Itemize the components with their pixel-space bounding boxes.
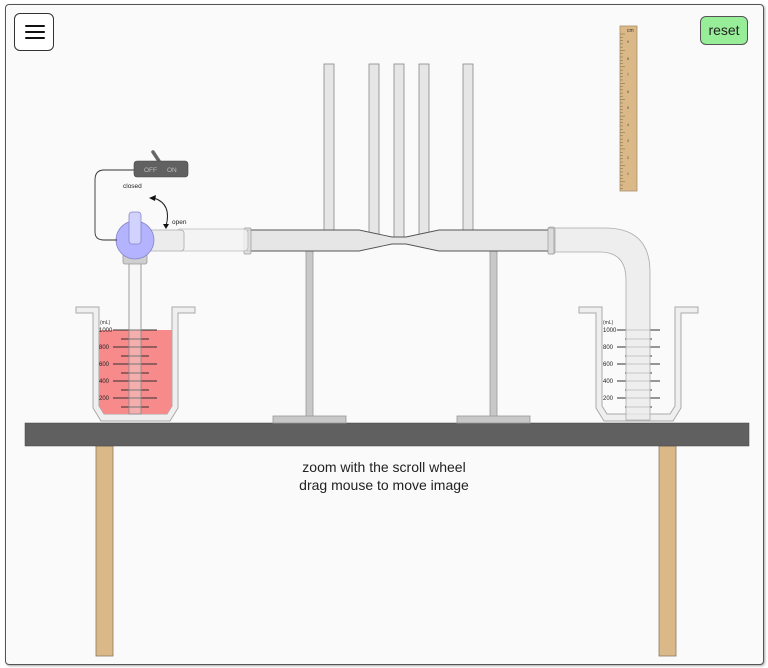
source-beaker-label-400: 400 bbox=[99, 379, 110, 385]
source-beaker-graduations bbox=[113, 329, 157, 408]
source-beaker-label-200: 200 bbox=[99, 396, 110, 402]
receiver-beaker-label-800: 800 bbox=[603, 345, 614, 351]
pump-switch[interactable]: OFF ON bbox=[133, 150, 189, 178]
source-beaker-liquid bbox=[99, 330, 172, 414]
source-beaker[interactable]: (mL) 1000 800 600 400 200 bbox=[75, 306, 196, 422]
ruler-label: 2 bbox=[627, 156, 629, 160]
table-top bbox=[24, 422, 750, 447]
valve-direction-arc bbox=[153, 197, 168, 227]
receiver-beaker-label-1000: 1000 bbox=[603, 328, 617, 334]
source-beaker-label-1000: 1000 bbox=[99, 328, 113, 334]
receiver-beaker-unit: (mL) bbox=[603, 320, 614, 326]
manometer-tube-4 bbox=[418, 63, 430, 240]
hint-drag: drag mouse to move image bbox=[299, 477, 469, 493]
support-stand-left bbox=[272, 250, 347, 424]
ruler-label: 5 bbox=[627, 106, 629, 110]
venturi-outlet-collar bbox=[547, 227, 555, 255]
receiver-beaker-label-200: 200 bbox=[603, 396, 614, 402]
ruler-body bbox=[619, 25, 638, 192]
support-stand-right bbox=[456, 250, 531, 424]
hamburger-menu-icon bbox=[25, 25, 45, 27]
menu-button[interactable] bbox=[14, 13, 54, 51]
ruler-label: 3 bbox=[627, 139, 629, 143]
inlet-hose bbox=[175, 228, 249, 252]
valve-open-label[interactable]: open bbox=[172, 219, 187, 226]
receiver-beaker-label-400: 400 bbox=[603, 379, 614, 385]
ruler-label: 4 bbox=[627, 123, 629, 127]
manometer-tube-2 bbox=[368, 63, 380, 240]
ruler-label: 9 bbox=[627, 40, 629, 44]
ruler-labels: 9 8 7 6 5 4 3 2 1 bbox=[627, 40, 629, 176]
valve-closed-arrow-icon bbox=[149, 195, 156, 201]
switch-on-label[interactable]: ON bbox=[167, 167, 177, 174]
reset-button[interactable]: reset bbox=[700, 16, 748, 45]
manometer-tube-1 bbox=[323, 63, 335, 231]
switch-off-label[interactable]: OFF bbox=[144, 167, 157, 174]
outlet-hose bbox=[552, 227, 651, 421]
manometer-tube-3 bbox=[393, 63, 405, 243]
ruler-unit-label: cm bbox=[627, 28, 634, 34]
hamburger-menu-icon bbox=[25, 31, 45, 33]
switch-toggle-lever[interactable] bbox=[151, 150, 161, 163]
valve-open-arrow-icon bbox=[163, 224, 169, 229]
valve[interactable] bbox=[115, 211, 185, 265]
switch-body[interactable] bbox=[133, 160, 189, 178]
ruler-label: 7 bbox=[627, 73, 629, 77]
receiver-beaker-label-600: 600 bbox=[603, 362, 614, 368]
source-beaker-label-800: 800 bbox=[99, 345, 110, 351]
manometer-tubes bbox=[323, 63, 474, 243]
switch-wire bbox=[94, 169, 134, 241]
ruler-label: 1 bbox=[627, 172, 629, 176]
manometer-tube-5 bbox=[462, 63, 474, 231]
hamburger-menu-icon bbox=[25, 37, 45, 39]
intake-tube bbox=[128, 261, 142, 415]
source-beaker-label-600: 600 bbox=[99, 362, 110, 368]
ruler-label: 6 bbox=[627, 90, 629, 94]
hint-zoom: zoom with the scroll wheel bbox=[302, 459, 466, 475]
valve-closed-label[interactable]: closed bbox=[123, 183, 142, 190]
ruler-label: 8 bbox=[627, 57, 629, 61]
valve-handle[interactable] bbox=[128, 211, 142, 245]
ruler[interactable]: cm 9 8 7 6 5 4 3 2 1 bbox=[619, 25, 638, 192]
table bbox=[24, 422, 750, 657]
ruler-ticks bbox=[620, 33, 625, 189]
source-beaker-unit: (mL) bbox=[100, 320, 111, 326]
